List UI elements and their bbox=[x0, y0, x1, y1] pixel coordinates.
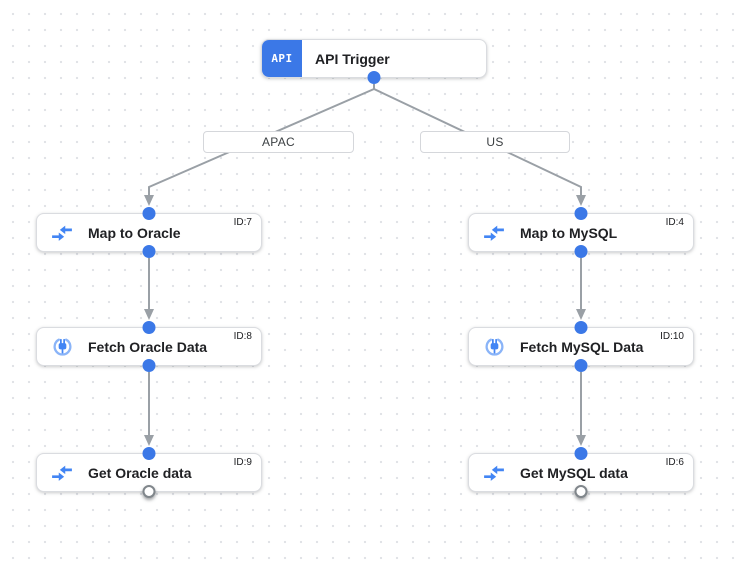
api-badge-icon: API bbox=[262, 40, 302, 77]
edge-label-apac-text: APAC bbox=[262, 135, 295, 149]
output-port-dot[interactable] bbox=[574, 245, 588, 258]
task-title: Fetch Oracle Data bbox=[88, 338, 208, 355]
task-title: Get MySQL data bbox=[520, 464, 628, 481]
task-id-badge: ID:7 bbox=[233, 217, 252, 228]
input-port-dot[interactable] bbox=[142, 447, 156, 460]
task-node-get-mysql-data[interactable]: Get MySQL data ID:6 bbox=[468, 447, 694, 498]
task-node-map-to-mysql[interactable]: Map to MySQL ID:4 bbox=[468, 207, 694, 258]
task-node-fetch-oracle-data[interactable]: Fetch Oracle Data ID:8 bbox=[36, 321, 262, 372]
data-mapping-icon bbox=[50, 461, 74, 485]
task-id-badge: ID:6 bbox=[665, 457, 684, 468]
data-mapping-icon bbox=[482, 221, 506, 245]
input-port-dot[interactable] bbox=[142, 321, 156, 334]
trigger-node-api-trigger[interactable]: API API Trigger bbox=[261, 39, 487, 84]
task-node-get-oracle-data[interactable]: Get Oracle data ID:9 bbox=[36, 447, 262, 498]
task-id-badge: ID:4 bbox=[665, 217, 684, 228]
end-port-dot[interactable] bbox=[574, 485, 588, 498]
edge-label-apac[interactable]: APAC bbox=[203, 131, 354, 153]
trigger-title: API Trigger bbox=[315, 50, 390, 67]
task-title: Fetch MySQL Data bbox=[520, 338, 644, 355]
input-port-dot[interactable] bbox=[574, 321, 588, 334]
task-title: Map to MySQL bbox=[520, 224, 618, 241]
output-port-dot[interactable] bbox=[142, 359, 156, 372]
task-title: Map to Oracle bbox=[88, 224, 181, 241]
input-port-dot[interactable] bbox=[142, 207, 156, 220]
data-mapping-icon bbox=[482, 461, 506, 485]
edge-label-us-text: US bbox=[486, 135, 504, 149]
connector-plug-icon bbox=[482, 335, 506, 359]
connector-plug-icon bbox=[50, 335, 74, 359]
output-port-dot[interactable] bbox=[574, 359, 588, 372]
input-port-dot[interactable] bbox=[574, 447, 588, 460]
edge-label-us[interactable]: US bbox=[420, 131, 570, 153]
output-port-dot[interactable] bbox=[142, 245, 156, 258]
end-port-dot[interactable] bbox=[142, 485, 156, 498]
task-node-map-to-oracle[interactable]: Map to Oracle ID:7 bbox=[36, 207, 262, 258]
task-node-fetch-mysql-data[interactable]: Fetch MySQL Data ID:10 bbox=[468, 321, 694, 372]
task-id-badge: ID:8 bbox=[233, 331, 252, 342]
task-title: Get Oracle data bbox=[88, 464, 192, 481]
output-port-dot[interactable] bbox=[367, 71, 381, 84]
data-mapping-icon bbox=[50, 221, 74, 245]
task-id-badge: ID:9 bbox=[233, 457, 252, 468]
input-port-dot[interactable] bbox=[574, 207, 588, 220]
task-id-badge: ID:10 bbox=[660, 331, 684, 342]
